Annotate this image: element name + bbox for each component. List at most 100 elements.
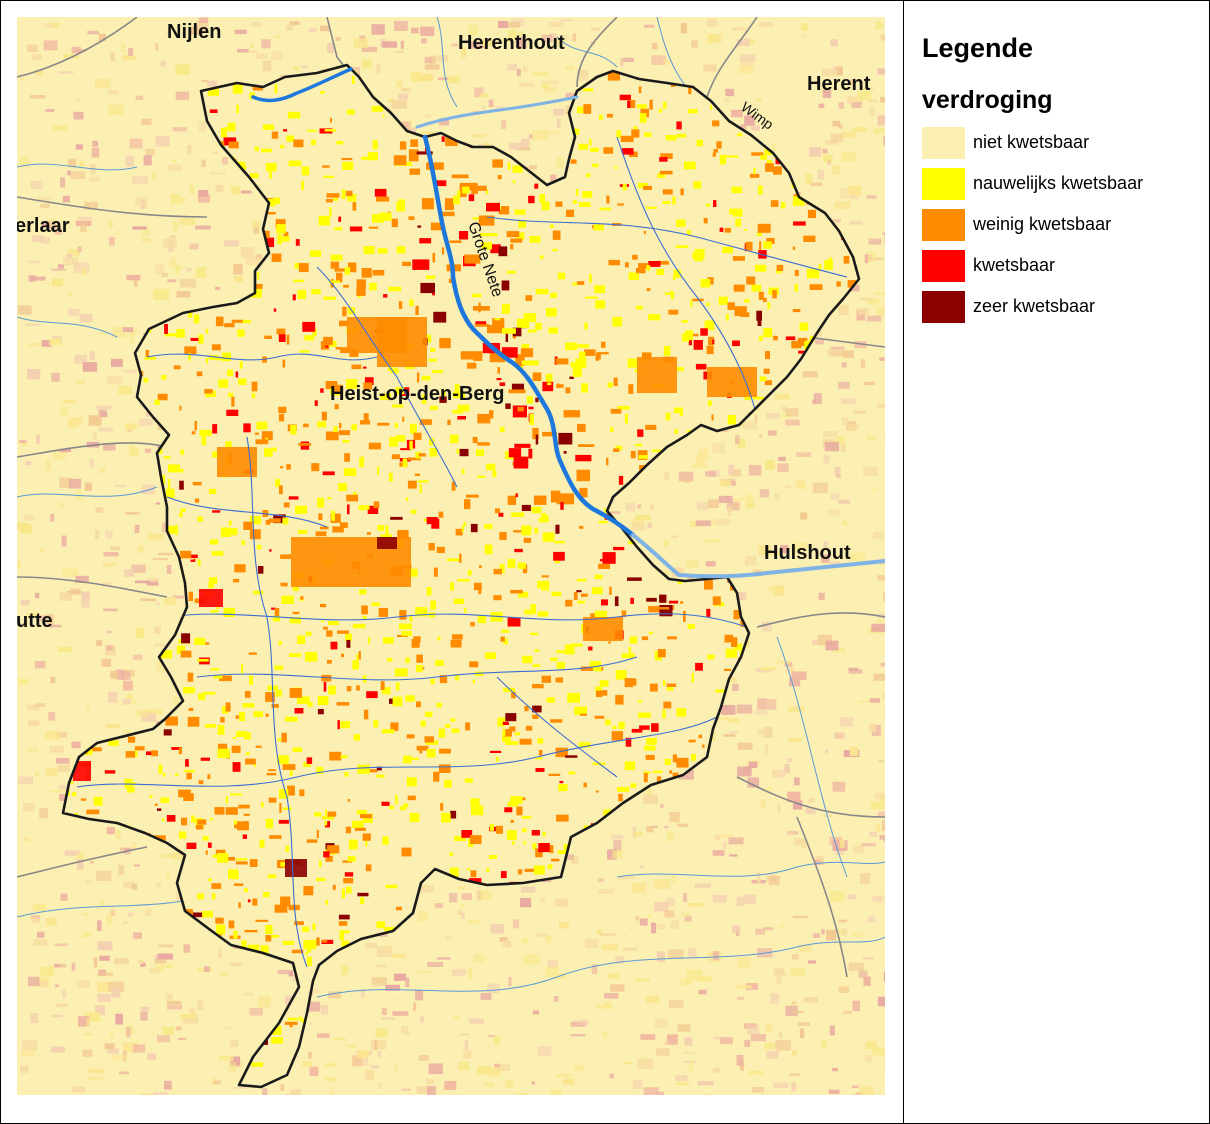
vulnerability-patch xyxy=(180,508,186,512)
legend-item: weinig kwetsbaar xyxy=(922,204,1202,245)
vulnerability-patch xyxy=(556,814,569,822)
landuse-patch xyxy=(85,879,93,885)
landuse-patch xyxy=(413,1002,417,1011)
vulnerability-patch xyxy=(289,1022,293,1028)
landuse-patch xyxy=(33,939,48,946)
vulnerability-patch xyxy=(423,518,428,522)
vulnerability-patch xyxy=(582,191,593,198)
vulnerability-patch xyxy=(286,464,291,470)
landuse-patch xyxy=(748,465,762,476)
vulnerability-patch xyxy=(548,327,558,334)
vulnerability-patch xyxy=(535,397,539,403)
vulnerability-patch xyxy=(395,682,400,691)
landuse-patch xyxy=(167,1004,182,1010)
vulnerability-patch xyxy=(284,716,298,722)
vulnerability-patch xyxy=(459,231,469,240)
landuse-patch xyxy=(633,1080,643,1090)
landuse-patch xyxy=(740,57,755,66)
landuse-patch xyxy=(54,943,68,947)
landuse-patch xyxy=(727,507,732,516)
vulnerability-patch xyxy=(693,340,703,350)
vulnerability-patch xyxy=(205,850,208,855)
landuse-patch xyxy=(439,118,450,126)
vulnerability-patch xyxy=(178,747,182,755)
landuse-patch xyxy=(101,658,111,667)
landuse-patch xyxy=(67,248,80,256)
vulnerability-patch xyxy=(806,268,820,279)
landuse-patch xyxy=(751,1087,765,1093)
landuse-patch xyxy=(309,1022,313,1025)
vulnerability-patch xyxy=(433,311,447,323)
landuse-patch xyxy=(737,957,751,968)
landuse-patch xyxy=(176,1026,182,1031)
vulnerability-patch xyxy=(347,194,357,202)
landuse-patch xyxy=(788,706,804,713)
landuse-patch xyxy=(37,196,51,201)
landuse-patch xyxy=(246,50,259,53)
landuse-patch xyxy=(189,243,199,250)
landuse-patch xyxy=(178,1037,186,1041)
heist-municipality-area[interactable] xyxy=(63,65,859,1087)
vulnerability-patch xyxy=(638,86,642,94)
landuse-patch xyxy=(842,417,849,426)
vulnerability-patch xyxy=(457,190,461,197)
landuse-patch xyxy=(860,297,875,301)
landuse-patch xyxy=(106,827,115,835)
vulnerability-patch xyxy=(511,512,525,517)
vulnerability-patch xyxy=(208,581,215,589)
vulnerability-patch xyxy=(244,888,248,893)
vulnerability-patch xyxy=(656,269,664,275)
vulnerability-patch xyxy=(245,752,250,756)
vulnerability-patch xyxy=(271,607,276,610)
landuse-patch xyxy=(877,115,885,126)
landuse-patch xyxy=(67,170,71,176)
vulnerability-patch xyxy=(232,84,243,94)
landuse-patch xyxy=(257,996,271,1008)
landuse-patch xyxy=(59,963,67,968)
vulnerability-patch xyxy=(317,696,329,706)
vulnerability-patch xyxy=(344,453,350,462)
vulnerability-patch xyxy=(314,400,318,406)
vulnerability-patch xyxy=(237,821,249,831)
landuse-patch xyxy=(89,176,100,182)
vulnerability-patch xyxy=(286,135,295,142)
vulnerability-patch xyxy=(305,651,318,662)
legend-swatch-weinig-kwetsbaar xyxy=(922,208,965,241)
vulnerability-patch xyxy=(680,188,684,196)
vulnerability-patch xyxy=(727,302,735,310)
vulnerability-patch xyxy=(753,167,756,175)
landuse-patch xyxy=(736,704,753,714)
landuse-patch xyxy=(832,648,846,653)
vulnerability-patch xyxy=(275,479,281,487)
vulnerability-patch xyxy=(338,921,348,926)
vulnerability-patch xyxy=(513,530,522,533)
vulnerability-patch xyxy=(382,114,385,117)
landuse-patch xyxy=(867,251,875,263)
landuse-patch xyxy=(469,1018,484,1025)
vulnerability-patch xyxy=(538,749,543,756)
landuse-patch xyxy=(834,201,851,209)
landuse-patch xyxy=(155,882,161,888)
landuse-patch xyxy=(536,933,548,937)
landuse-patch xyxy=(663,59,673,63)
vulnerability-patch xyxy=(706,608,711,617)
vulnerability-patch xyxy=(373,720,379,728)
vulnerability-patch xyxy=(523,537,532,543)
landuse-patch xyxy=(97,920,102,931)
landuse-patch xyxy=(138,959,144,964)
vulnerability-patch xyxy=(749,173,760,178)
landuse-patch xyxy=(126,274,141,281)
vulnerability-patch xyxy=(759,335,763,342)
vulnerability-patch xyxy=(570,159,577,164)
vulnerability-patch xyxy=(441,136,445,142)
landuse-patch xyxy=(577,71,589,81)
vulnerability-patch xyxy=(184,346,197,354)
landuse-patch xyxy=(841,362,847,368)
landuse-patch xyxy=(390,998,396,1002)
vulnerability-patch xyxy=(339,422,342,429)
map-canvas[interactable]: Nijlen Herenthout Herent erlaar Heist-op… xyxy=(17,17,885,1095)
landuse-patch xyxy=(559,921,570,929)
vulnerability-patch xyxy=(212,854,224,858)
vulnerability-patch xyxy=(489,410,494,419)
landuse-patch xyxy=(852,127,867,133)
